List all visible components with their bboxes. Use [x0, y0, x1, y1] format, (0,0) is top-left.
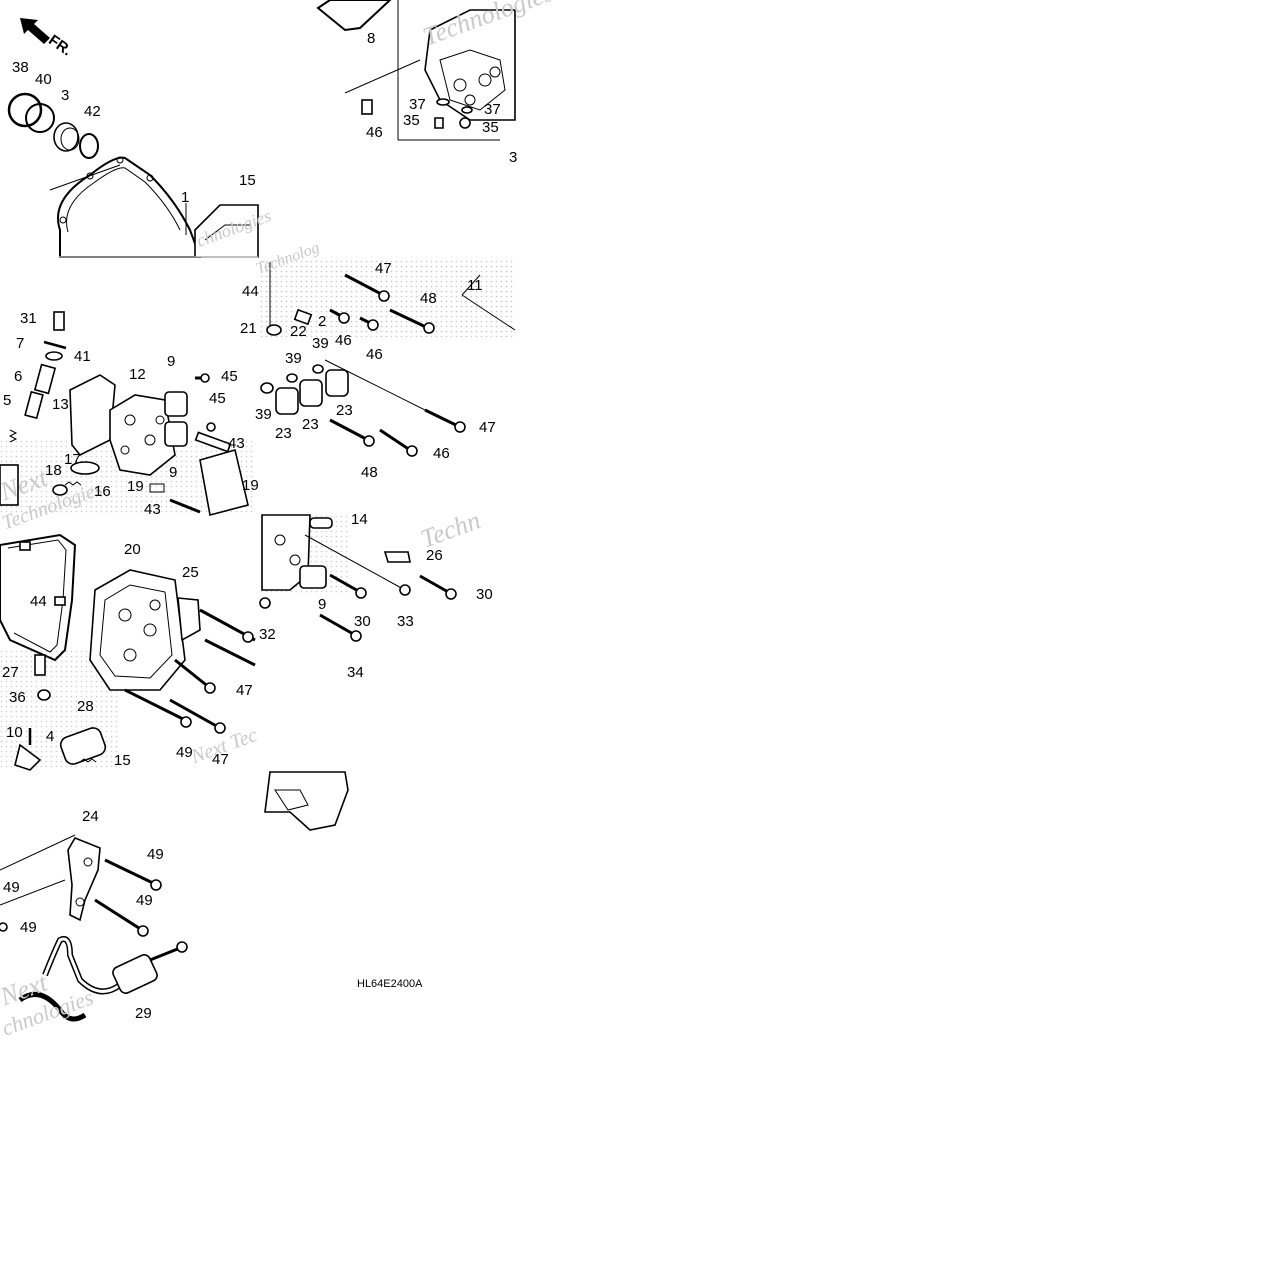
callout: 44 — [242, 283, 259, 300]
callout: 23 — [275, 425, 292, 442]
callout: 38 — [12, 59, 29, 76]
callout: 36 — [9, 689, 26, 706]
callout: 17 — [64, 451, 81, 468]
callout: 9 — [318, 596, 327, 613]
callout: 8 — [367, 30, 376, 47]
callout: 30 — [476, 586, 493, 603]
callout: 49 — [20, 919, 37, 936]
callout: 19 — [127, 478, 144, 495]
callout: 30 — [354, 613, 371, 630]
callout: 33 — [397, 613, 414, 630]
callout: 37 — [409, 96, 426, 113]
callout: 13 — [52, 396, 69, 413]
callout: 47 — [479, 419, 496, 436]
callout: 48 — [361, 464, 378, 481]
callout: 47 — [212, 751, 229, 768]
callout: 7 — [16, 335, 25, 352]
callout: 45 — [209, 390, 226, 407]
callout: 41 — [74, 348, 91, 365]
callout: 39 — [285, 350, 302, 367]
callout: 5 — [3, 392, 12, 409]
callout: 44 — [30, 593, 47, 610]
callout: 25 — [182, 564, 199, 581]
callout: 46 — [335, 332, 352, 349]
callout: 46 — [366, 346, 383, 363]
callout: 46 — [433, 445, 450, 462]
callout: 43 — [144, 501, 161, 518]
callout: 32 — [259, 626, 276, 643]
callout: 15 — [239, 172, 256, 189]
callout: 49 — [3, 879, 20, 896]
front-arrow-icon — [20, 18, 50, 44]
callout: 37 — [484, 101, 501, 118]
callout: 19 — [242, 477, 259, 494]
callout: 16 — [94, 483, 111, 500]
callout: 49 — [136, 892, 153, 909]
callout: 21 — [240, 320, 257, 337]
callout: 9 — [169, 464, 178, 481]
callout: 1 — [181, 189, 190, 206]
callout: 15 — [114, 752, 131, 769]
callout: 11 — [467, 277, 483, 294]
callout: 22 — [290, 323, 307, 340]
callout: 24 — [82, 808, 99, 825]
callout: 42 — [84, 103, 101, 120]
callout: 28 — [77, 698, 94, 715]
callout: 48 — [420, 290, 437, 307]
callout: 31 — [20, 310, 37, 327]
callout: 46 — [366, 124, 383, 141]
callout: 10 — [6, 724, 23, 741]
callout: 4 — [46, 728, 55, 745]
callout: 47 — [236, 682, 253, 699]
callout: 14 — [351, 511, 368, 528]
callout: 34 — [347, 664, 364, 681]
callout: 40 — [35, 71, 52, 88]
callout: 3 — [509, 149, 518, 166]
callout: 26 — [426, 547, 443, 564]
callout: 27 — [2, 664, 19, 681]
callout: 43 — [228, 435, 245, 452]
callout: 23 — [336, 402, 353, 419]
callout: 18 — [45, 462, 62, 479]
callout: 3 — [61, 87, 70, 104]
callout: 49 — [147, 846, 164, 863]
callout: 45 — [221, 368, 238, 385]
callout: 2 — [318, 313, 327, 330]
callout: 47 — [375, 260, 392, 277]
callout: 20 — [124, 541, 141, 558]
callout: 39 — [312, 335, 329, 352]
callout: 23 — [302, 416, 319, 433]
diagram-code: HL64E2400A — [357, 978, 423, 990]
callout: 29 — [135, 1005, 152, 1022]
callout: 35 — [403, 112, 420, 129]
callout: 6 — [14, 368, 23, 385]
callout: 12 — [129, 366, 146, 383]
callout: 35 — [482, 119, 499, 136]
callout: 49 — [176, 744, 193, 761]
callout: 9 — [167, 353, 176, 370]
callout: 39 — [255, 406, 272, 423]
